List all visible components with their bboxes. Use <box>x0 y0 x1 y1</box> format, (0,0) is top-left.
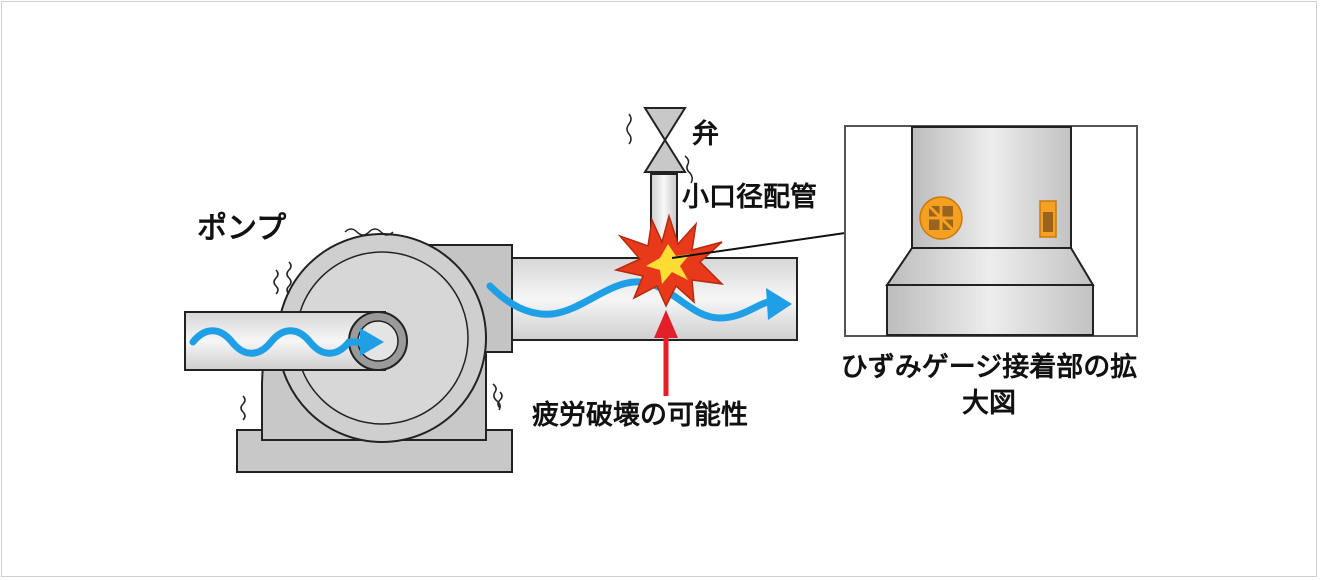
burst-icon <box>613 213 725 308</box>
flow-arrowhead-icon <box>360 328 384 356</box>
flow-arrowhead-icon <box>766 288 792 320</box>
fatigue-label: 疲労破壊の可能性 <box>532 400 748 431</box>
valve-icon <box>643 107 687 173</box>
zoom-caption: ひずみゲージ接着部の拡大図 <box>840 352 1138 419</box>
vibration-icon <box>240 113 694 421</box>
small-pipe-label: 小口径配管 <box>682 182 817 213</box>
stress-arrowhead-icon <box>654 310 678 338</box>
strain-gauge-icon <box>919 196 963 240</box>
zoom-leader-line <box>671 231 853 259</box>
strain-gauge-icon <box>1039 200 1057 238</box>
zoom-inset <box>844 125 1138 337</box>
flow-arrow-icon <box>189 327 366 357</box>
valve-label: 弁 <box>692 119 719 150</box>
pump-label: ポンプ <box>197 211 287 246</box>
